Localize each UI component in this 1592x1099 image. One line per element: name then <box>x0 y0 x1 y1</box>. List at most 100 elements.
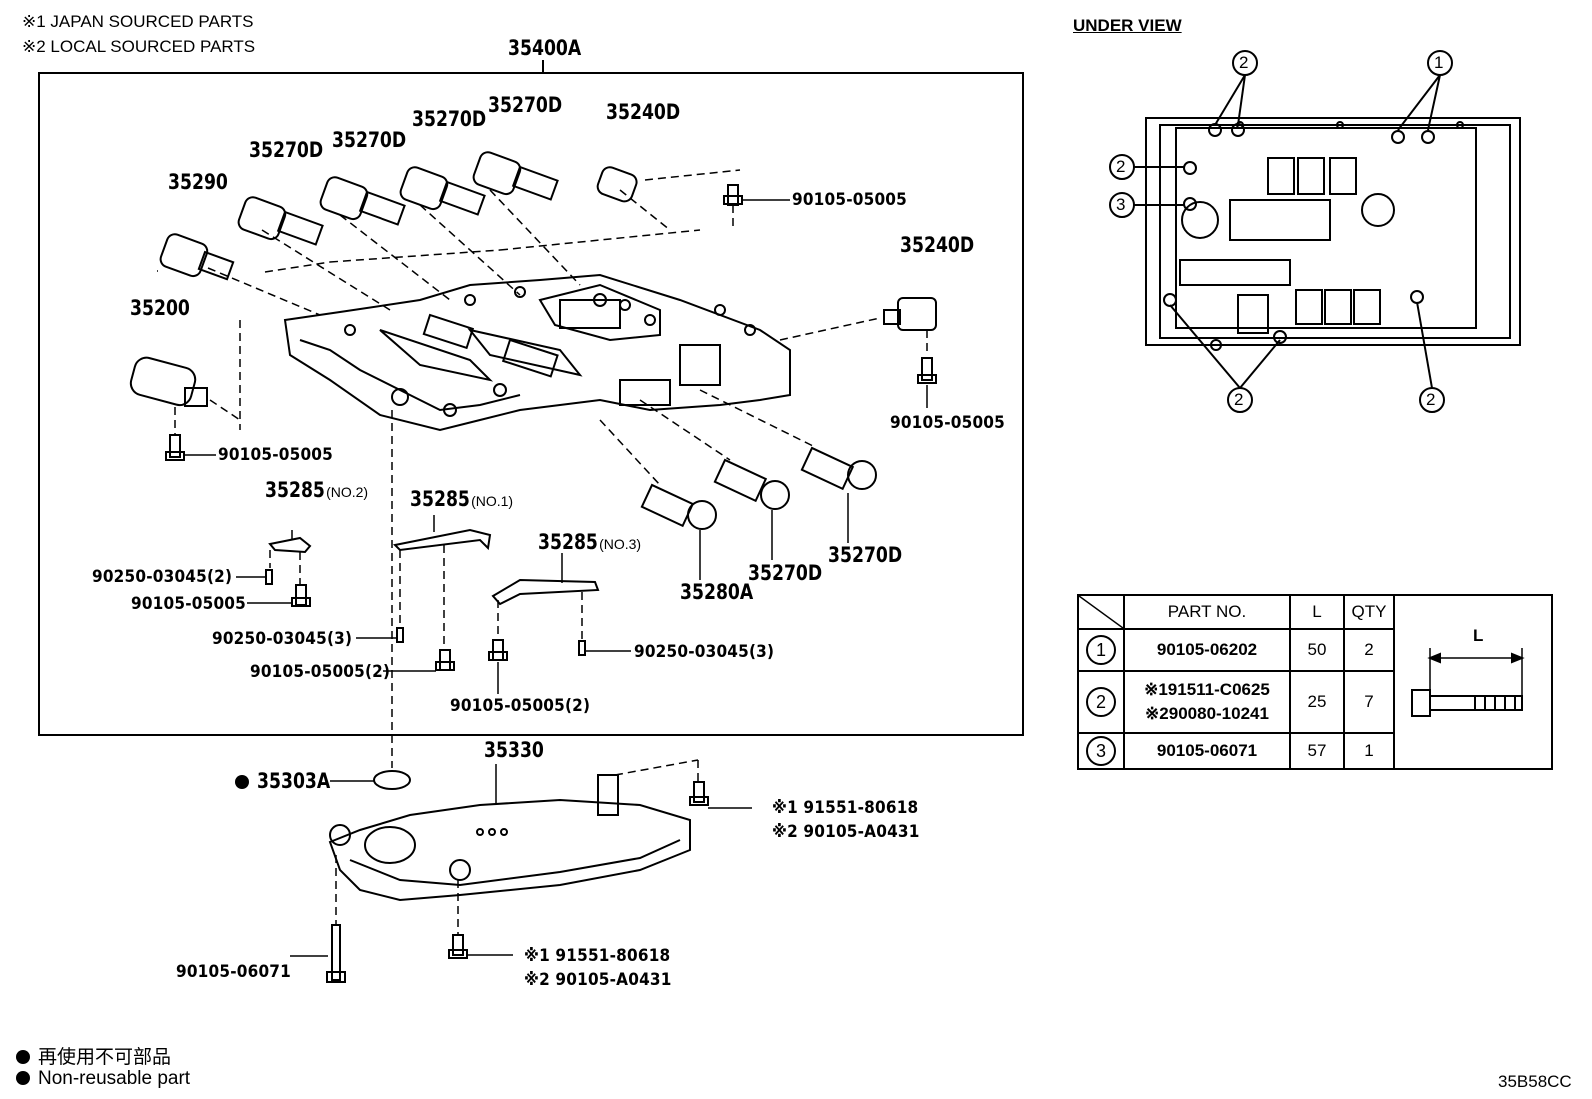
header-part-no: PART NO. <box>1123 594 1291 630</box>
row-mark: 1 <box>1077 628 1125 672</box>
table-row: 1 90105-06202 50 2 <box>1077 628 1552 672</box>
callout-35285-no3-number: 35285 <box>538 530 598 554</box>
row-length: 50 <box>1289 628 1345 672</box>
callout-35270d-c: 35270D <box>412 107 487 131</box>
callout-bolt-b1: ※1 91551-80618 <box>524 946 671 966</box>
callout-bolt-06071: 90105-06071 <box>176 962 291 982</box>
oil-strainer <box>328 774 691 902</box>
header-length: L <box>1289 594 1345 630</box>
callout-35303a: 35303A <box>235 769 346 793</box>
note-local-sourced: ※2 LOCAL SOURCED PARTS <box>22 37 256 56</box>
dimension-l-label: L <box>1473 626 1484 645</box>
row-mark-circle: 1 <box>1086 635 1116 665</box>
callout-35270d-a: 35270D <box>249 138 324 162</box>
under-view-callouts <box>1109 50 1453 413</box>
solenoid-35270d-e <box>713 458 790 510</box>
callout-pin-a: 90250-03045(2) <box>92 567 233 587</box>
row-length: 25 <box>1289 670 1345 734</box>
under-view-mark-2-top: 2 <box>1239 53 1249 72</box>
solenoid-35270d-b <box>319 176 406 226</box>
row-part-no-cell: ※191511-C0625 ※290080-10241 <box>1123 670 1291 734</box>
legend-en: Non-reusable part <box>16 1068 190 1090</box>
legend-en-text: Non-reusable part <box>38 1068 191 1089</box>
plate-35285-no1 <box>392 528 492 552</box>
callout-35285-no1-number: 35285 <box>410 487 470 511</box>
row-mark: 2 <box>1077 670 1125 734</box>
callout-bolt-c: 90105-05005(2) <box>250 662 391 682</box>
under-view-mark-2-left: 2 <box>1116 157 1126 176</box>
callout-35290: 35290 <box>168 170 228 194</box>
note-japan-sourced: ※1 JAPAN SOURCED PARTS <box>22 12 254 31</box>
solenoid-35240d-top <box>596 166 638 203</box>
table-corner-cell <box>1077 594 1125 630</box>
callout-35303a-number: 35303A <box>257 769 331 793</box>
bolts <box>165 184 937 983</box>
callout-35285-no1-suffix: (NO.1) <box>471 493 514 509</box>
row-qty: 2 <box>1343 628 1395 672</box>
solenoid-35270d-a <box>237 196 324 246</box>
table-row: 3 90105-06071 57 1 <box>1077 732 1552 770</box>
solenoid-35270d-d <box>472 151 559 201</box>
callout-35285-no2-number: 35285 <box>265 478 325 502</box>
solenoid-35200 <box>129 356 208 407</box>
legend-dot-en <box>16 1071 30 1085</box>
callout-35330: 35330 <box>484 738 544 762</box>
under-view-mark-2-right: 2 <box>1426 390 1436 409</box>
callout-35270d-f: 35270D <box>828 543 903 567</box>
callout-35285-no1: 35285(NO.1) <box>410 487 513 511</box>
table-header-row: PART NO. L QTY L <box>1077 594 1553 770</box>
callout-35270d-b: 35270D <box>332 128 407 152</box>
callout-bolt-r2: ※2 90105-A0431 <box>772 822 920 842</box>
valve-body <box>283 273 791 432</box>
callout-35240d-right: 35240D <box>900 233 975 257</box>
row-length: 57 <box>1289 732 1345 770</box>
callout-bolt-b: 90105-05005 <box>131 594 246 614</box>
callout-35200: 35200 <box>130 296 190 320</box>
row-qty: 1 <box>1343 732 1395 770</box>
bolt-illustration-cell: L <box>1393 594 1553 770</box>
row-mark-circle: 2 <box>1086 687 1116 717</box>
row-mark-circle: 3 <box>1086 736 1116 766</box>
plate-35285-no3 <box>491 578 600 606</box>
under-view-mark-3: 3 <box>1116 195 1126 214</box>
callout-bolt-top: 90105-05005 <box>792 190 907 210</box>
row-part-no: 90105-06071 <box>1123 732 1291 770</box>
illustration-code: 35B58CC <box>1498 1072 1572 1091</box>
row-mark: 3 <box>1077 732 1125 770</box>
legend-dot-jp <box>16 1050 30 1064</box>
o-ring <box>373 770 411 790</box>
callout-bolt-right: 90105-05005 <box>890 413 1005 433</box>
row-part-no: ※191511-C0625 <box>1144 680 1270 699</box>
solenoid-35290 <box>159 233 235 281</box>
callout-35285-no2: 35285(NO.2) <box>265 478 368 502</box>
solenoid-35280a <box>640 483 717 530</box>
legend-jp-text: 再使用不可部品 <box>38 1047 172 1068</box>
callout-35285-no3: 35285(NO.3) <box>538 530 641 554</box>
callout-35280a: 35280A <box>680 580 754 604</box>
row-part-no-alt: ※290080-10241 <box>1145 704 1269 723</box>
assembly-label: 35400A <box>508 36 582 60</box>
corner-diagonal <box>1079 596 1123 628</box>
callout-35270d-d: 35270D <box>488 93 563 117</box>
non-reusable-marker <box>235 775 249 789</box>
callout-bolt-b2: ※2 90105-A0431 <box>524 970 672 990</box>
callout-pin-c: 90250-03045(3) <box>634 642 775 662</box>
under-view-drawing <box>1145 117 1521 351</box>
callout-pin-b: 90250-03045(3) <box>212 629 353 649</box>
solenoid-35270d-c <box>399 166 486 216</box>
row-qty: 7 <box>1343 670 1395 734</box>
header-qty: QTY <box>1343 594 1395 630</box>
callout-bolt-d: 90105-05005(2) <box>450 696 591 716</box>
under-view-title: UNDER VIEW <box>1073 16 1182 35</box>
callout-bolt-left: 90105-05005 <box>218 445 333 465</box>
assembly-frame <box>38 72 1024 736</box>
callout-35285-no2-suffix: (NO.2) <box>326 484 369 500</box>
solenoid-35240d-right <box>883 297 937 331</box>
solenoid-35270d-f <box>800 446 877 491</box>
callout-35240d-top: 35240D <box>606 100 681 124</box>
callout-35285-no3-suffix: (NO.3) <box>599 536 642 552</box>
plate-35285-no2 <box>268 536 312 554</box>
bolt-table: PART NO. L QTY L 1 90105-06202 50 2 2 ※1… <box>1077 594 1553 770</box>
under-view-mark-2-bottom: 2 <box>1234 390 1244 409</box>
